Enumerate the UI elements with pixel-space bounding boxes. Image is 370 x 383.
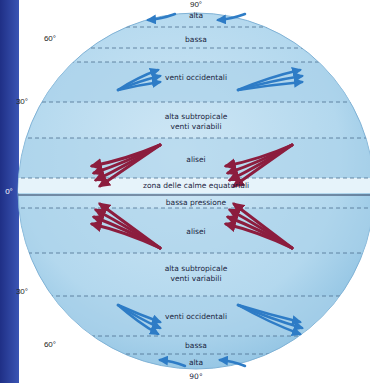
wind-arrow bbox=[118, 82, 160, 90]
band-label: alisei bbox=[186, 156, 205, 164]
band-label: alta subtropicale bbox=[165, 265, 228, 273]
wind-arrow bbox=[92, 224, 160, 248]
band-label: alisei bbox=[186, 228, 205, 236]
wind-arrow bbox=[220, 360, 245, 366]
wind-arrow bbox=[234, 145, 292, 186]
wind-arrow bbox=[118, 76, 160, 90]
wind-arrow bbox=[148, 14, 175, 20]
band-label: alta bbox=[189, 12, 203, 20]
wind-arrow bbox=[218, 14, 245, 20]
wind-arrow bbox=[118, 305, 158, 334]
latitude-label: 30° bbox=[16, 288, 28, 296]
latitude-label: 90° bbox=[190, 1, 202, 9]
wind-arrow bbox=[226, 224, 292, 248]
latitude-label: 30° bbox=[16, 98, 28, 106]
wind-arrow bbox=[238, 76, 302, 90]
band-label: alta bbox=[189, 359, 203, 367]
wind-arrow bbox=[100, 145, 160, 186]
band-label: venti occidentali bbox=[165, 313, 227, 321]
side-strip bbox=[0, 0, 19, 383]
band-label: venti variabili bbox=[170, 275, 221, 283]
band-label: zona delle calme equatoriali bbox=[143, 182, 249, 190]
latitude-label: 0° bbox=[5, 188, 13, 196]
band-label: venti occidentali bbox=[165, 74, 227, 82]
wind-arrow bbox=[238, 305, 302, 328]
band-label: bassa bbox=[185, 36, 207, 44]
band-label: bassa bbox=[185, 342, 207, 350]
latitude-label: 60° bbox=[44, 341, 56, 349]
band-label: venti variabili bbox=[170, 123, 221, 131]
wind-arrows bbox=[92, 14, 302, 366]
wind-arrow bbox=[92, 145, 160, 166]
bands bbox=[0, 27, 370, 354]
wind-arrow bbox=[238, 305, 300, 334]
wind-arrow bbox=[238, 82, 302, 90]
band-label: bassa pressione bbox=[166, 199, 226, 207]
wind-arrow bbox=[160, 360, 185, 366]
wind-arrow bbox=[118, 305, 160, 328]
latitude-label: 60° bbox=[44, 35, 56, 43]
band-label: alta subtropicale bbox=[165, 113, 228, 121]
wind-arrow bbox=[226, 145, 292, 166]
band-label: 90° bbox=[189, 373, 202, 381]
